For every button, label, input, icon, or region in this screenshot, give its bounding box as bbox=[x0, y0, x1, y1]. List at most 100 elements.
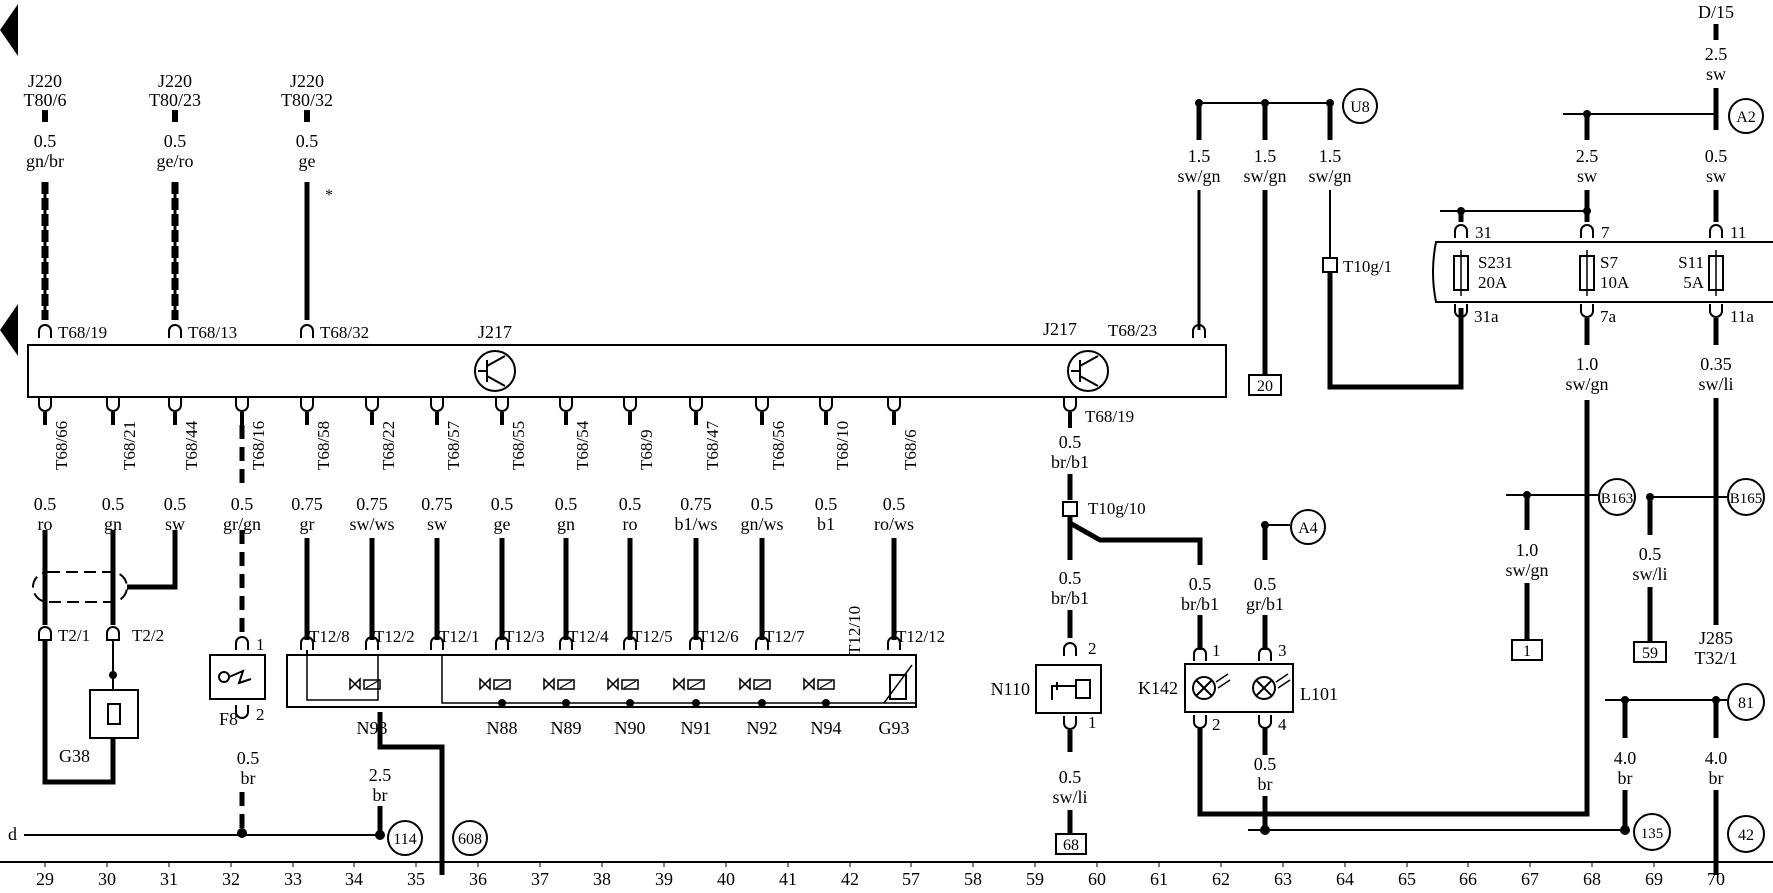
svg-text:T68/44: T68/44 bbox=[182, 420, 201, 470]
column-number: 67 bbox=[1521, 869, 1539, 889]
bottom-wire-11: T68/560.5gn/ws bbox=[740, 398, 788, 640]
column-number: 61 bbox=[1150, 869, 1168, 889]
column-number: 41 bbox=[779, 869, 797, 889]
ref-circle-a2[interactable]: A2 bbox=[1728, 98, 1764, 134]
transistor-icon bbox=[474, 350, 516, 392]
svg-text:0.5: 0.5 bbox=[1254, 574, 1277, 594]
svg-text:T68/22: T68/22 bbox=[379, 421, 398, 470]
valve-n92[interactable]: N92 bbox=[739, 677, 778, 738]
valve-n89[interactable]: N89 bbox=[543, 677, 582, 738]
ref-circle-42[interactable]: 42 bbox=[1727, 815, 1765, 853]
n110-component[interactable] bbox=[1035, 664, 1102, 714]
ref-circle-u8[interactable]: U8 U8 bbox=[1342, 88, 1378, 124]
svg-text:A4: A4 bbox=[1298, 520, 1318, 537]
ref-circle-135[interactable]: 135 bbox=[1633, 813, 1671, 851]
svg-text:T68/32: T68/32 bbox=[320, 323, 369, 342]
svg-text:31: 31 bbox=[1475, 223, 1492, 242]
svg-text:0.5: 0.5 bbox=[1059, 767, 1082, 787]
l101-lamp-icon[interactable] bbox=[1252, 673, 1291, 700]
svg-text:T12/5: T12/5 bbox=[632, 627, 673, 646]
n93-ground-wire: 2.5 br bbox=[369, 712, 445, 875]
svg-text:1.0: 1.0 bbox=[1576, 354, 1599, 374]
ref-circle-b165[interactable]: B165 bbox=[1727, 478, 1765, 516]
ref-circle-b163[interactable]: B163 bbox=[1598, 478, 1636, 516]
f8-component[interactable]: 1 2 F8 0.5 br bbox=[209, 530, 266, 838]
svg-text:sw/gn: sw/gn bbox=[1177, 166, 1220, 186]
svg-text:sw: sw bbox=[165, 514, 185, 534]
svg-text:T68/19: T68/19 bbox=[1085, 407, 1134, 426]
connector-j220-1: J220 T80/6 0.5 gn/br bbox=[24, 71, 67, 320]
svg-text:42: 42 bbox=[1738, 827, 1754, 844]
svg-text:81: 81 bbox=[1738, 695, 1754, 712]
svg-text:sw: sw bbox=[1706, 64, 1726, 84]
svg-text:1: 1 bbox=[256, 635, 265, 654]
svg-text:N92: N92 bbox=[747, 718, 778, 738]
page-back-arrow-top[interactable] bbox=[0, 4, 18, 56]
ref-box-1[interactable] bbox=[1511, 639, 1543, 661]
column-number: 58 bbox=[964, 869, 982, 889]
ref-circle-608[interactable]: 608 bbox=[452, 820, 488, 856]
j217-module-box[interactable] bbox=[27, 344, 1227, 398]
column-number: 38 bbox=[593, 869, 611, 889]
svg-text:br/b1: br/b1 bbox=[1051, 452, 1089, 472]
svg-text:gn: gn bbox=[557, 514, 575, 534]
svg-text:2: 2 bbox=[1088, 639, 1097, 658]
g93-sensor[interactable] bbox=[883, 664, 913, 704]
svg-text:0.5: 0.5 bbox=[751, 494, 774, 514]
valve-n91[interactable]: N91 bbox=[673, 677, 712, 738]
svg-text:2.5: 2.5 bbox=[1576, 146, 1599, 166]
svg-text:608: 608 bbox=[458, 831, 482, 848]
svg-text:b1: b1 bbox=[817, 514, 835, 534]
ref-circle-114[interactable]: 114 bbox=[387, 820, 423, 856]
k142-label: K142 bbox=[1138, 678, 1178, 698]
svg-text:1.0: 1.0 bbox=[1516, 540, 1539, 560]
column-number: 37 bbox=[531, 869, 549, 889]
ref-circle-a4[interactable]: A4 bbox=[1290, 509, 1326, 545]
column-number: 57 bbox=[902, 869, 920, 889]
ground-81-circuit: 81 4.0 br 4.0 br 135 42 bbox=[1605, 683, 1765, 875]
valve-n94[interactable]: N94 bbox=[803, 677, 842, 738]
valve-n88[interactable]: N88 bbox=[479, 677, 518, 738]
connector-j220-2: J220 T80/23 0.5 ge/ro bbox=[149, 71, 201, 320]
svg-text:J220: J220 bbox=[28, 71, 62, 91]
svg-text:ge: ge bbox=[299, 151, 316, 171]
svg-text:2.5: 2.5 bbox=[1705, 44, 1728, 64]
k142-l101-circuit: 0.5 br/b1 A4 0.5 gr/b1 1 3 K142 L bbox=[1138, 400, 1625, 835]
column-number: 69 bbox=[1645, 869, 1663, 889]
svg-text:0.5: 0.5 bbox=[34, 131, 57, 151]
j217-label-right: J217 bbox=[1043, 319, 1077, 339]
j217-bottom-wires: T68/660.5roT68/210.5gnT68/440.5swT68/160… bbox=[34, 398, 920, 640]
k142-lamp-icon[interactable] bbox=[1192, 673, 1231, 700]
bottom-wire-1: T68/210.5gn bbox=[102, 398, 139, 534]
svg-text:T12/6: T12/6 bbox=[698, 627, 739, 646]
bottom-wire-0: T68/660.5ro bbox=[34, 398, 71, 534]
valve-n90[interactable]: N90 bbox=[607, 677, 646, 738]
svg-text:0.5: 0.5 bbox=[164, 494, 187, 514]
page-back-arrow-mid[interactable] bbox=[0, 304, 18, 356]
svg-text:0.5: 0.5 bbox=[1059, 568, 1082, 588]
ref-circle-81[interactable]: 81 bbox=[1727, 683, 1765, 721]
svg-text:br: br bbox=[1709, 768, 1724, 788]
svg-text:11a: 11a bbox=[1730, 307, 1754, 326]
bottom-wire-3: T68/160.5gr/gn bbox=[223, 398, 268, 534]
ref-box-20[interactable] bbox=[1248, 374, 1282, 396]
g38-component[interactable] bbox=[89, 689, 139, 739]
svg-text:T68/13: T68/13 bbox=[188, 323, 237, 342]
svg-text:0.5: 0.5 bbox=[231, 494, 254, 514]
f8-label: F8 bbox=[219, 709, 238, 729]
ref-box-68[interactable] bbox=[1055, 833, 1087, 855]
svg-text:J220: J220 bbox=[158, 71, 192, 91]
svg-text:T68/21: T68/21 bbox=[120, 421, 139, 470]
svg-text:5A: 5A bbox=[1683, 273, 1705, 292]
ref-box-59[interactable] bbox=[1633, 641, 1667, 663]
svg-text:7a: 7a bbox=[1600, 307, 1617, 326]
svg-text:0.35: 0.35 bbox=[1700, 354, 1732, 374]
t12-connector bbox=[286, 650, 917, 708]
svg-text:T32/1: T32/1 bbox=[1695, 648, 1738, 668]
